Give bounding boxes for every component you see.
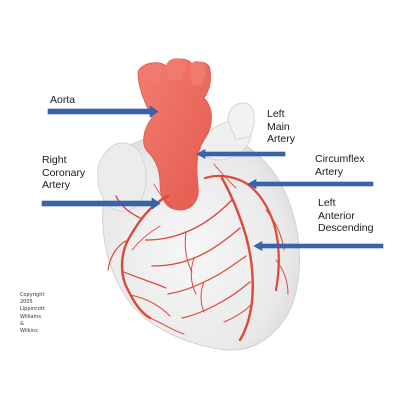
label-left-anterior-descending: Left Anterior Descending <box>318 197 374 234</box>
arrow-left-main-artery <box>196 148 286 160</box>
arrow-left-anterior-descending <box>253 240 384 252</box>
arrow-circumflex-artery <box>247 178 374 190</box>
superior-vessel <box>227 102 255 141</box>
pointer-arrows <box>41 105 384 252</box>
copyright-note: Copyright 2005 Lippincott Williams & Wil… <box>20 292 45 335</box>
label-right-coronary-artery: Right Coronary Artery <box>42 154 86 191</box>
label-aorta: Aorta <box>50 94 76 106</box>
aorta-branch <box>146 63 162 84</box>
aorta-branch <box>190 61 206 86</box>
arrow-right-coronary-artery <box>41 197 161 210</box>
label-left-main-artery: Left Main Artery <box>267 108 296 145</box>
arrow-aorta <box>47 105 159 118</box>
coronary-arteries <box>107 163 289 342</box>
aorta-branch <box>166 58 186 80</box>
label-circumflex-artery: Circumflex Artery <box>315 153 365 178</box>
aorta <box>137 58 212 211</box>
